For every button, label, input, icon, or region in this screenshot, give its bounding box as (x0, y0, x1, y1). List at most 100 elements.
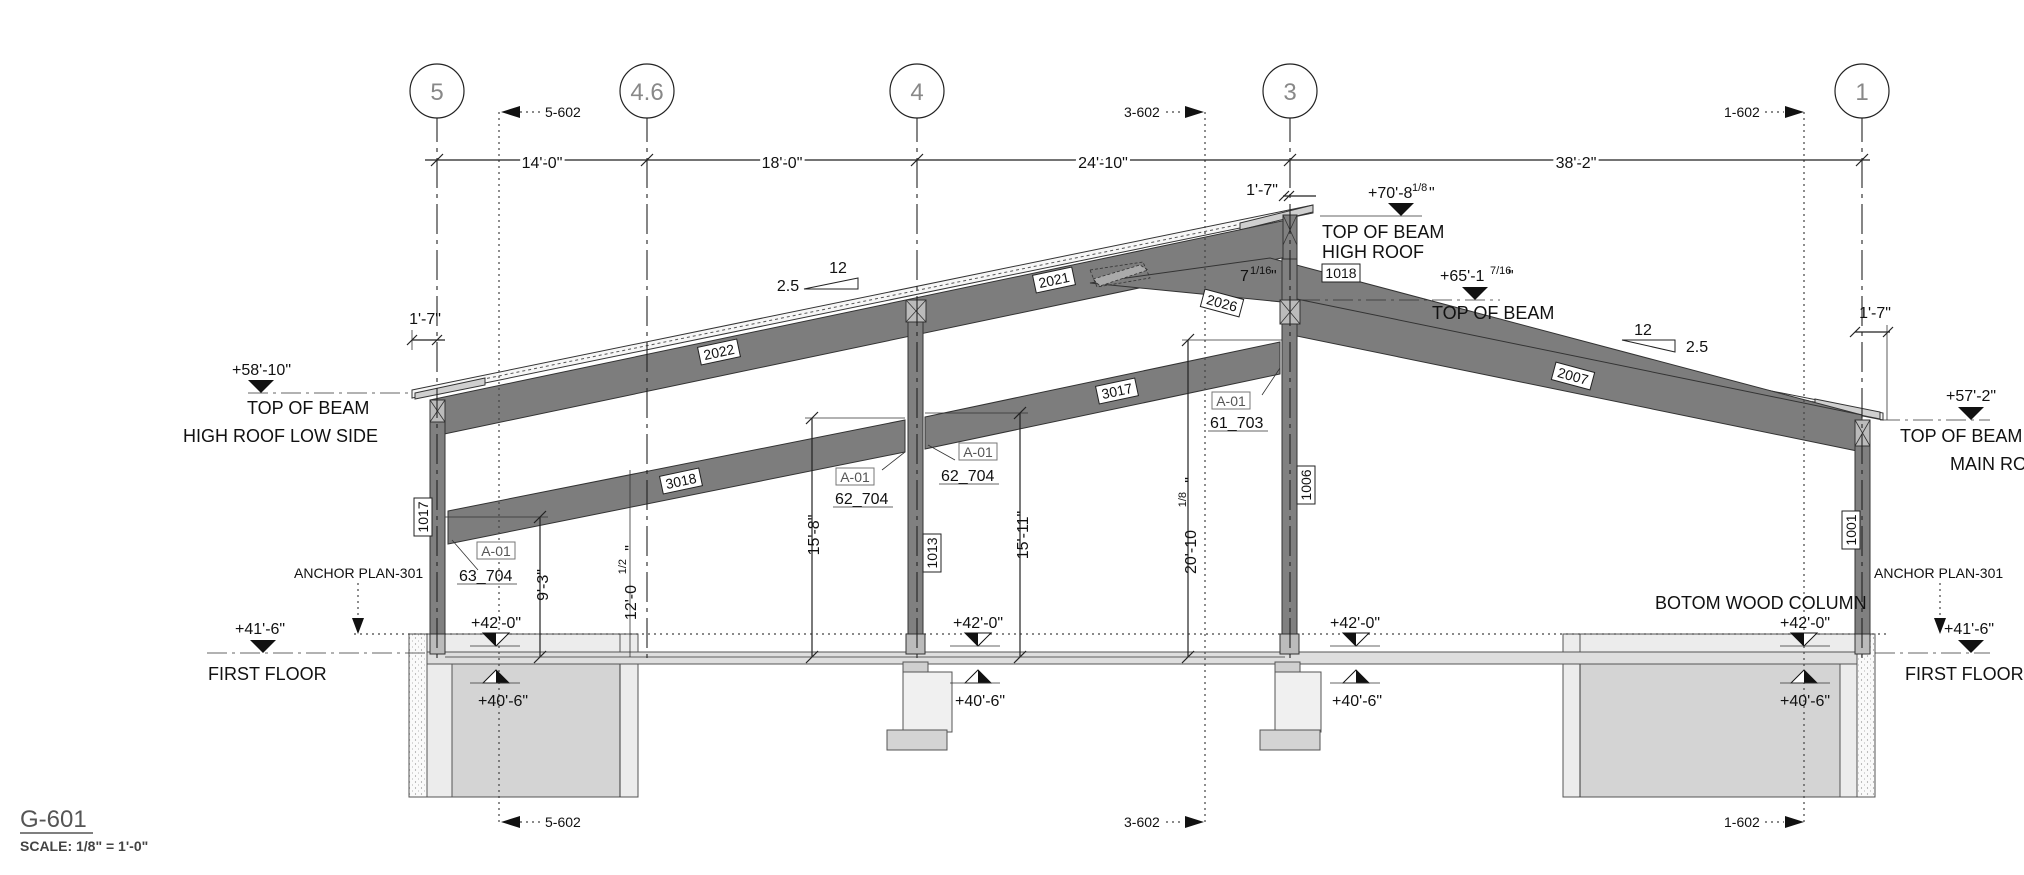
beam-tag-3018[interactable]: 3018 (658, 467, 704, 495)
section-marker-5-602-top[interactable]: 5-602 (501, 104, 581, 120)
svg-text:1'-7": 1'-7" (1246, 182, 1278, 199)
connection-callout-62-704-left[interactable]: A-01 62_704 (833, 451, 906, 508)
column-tag-1013[interactable]: 1013 (922, 533, 942, 573)
svg-text:3018: 3018 (664, 470, 698, 492)
svg-text:1001: 1001 (1843, 514, 1859, 545)
height-dim-15-8: 15'-8" (805, 411, 905, 664)
svg-text:MAIN ROOF: MAIN ROOF (1950, 454, 2024, 474)
span-dim-4-6-4: 18'-0" (762, 155, 803, 172)
svg-text:4.6: 4.6 (630, 79, 663, 106)
level-footing-3: +40'-6" (1330, 669, 1382, 710)
svg-text:TOP OF BEAM: TOP OF BEAM (1432, 303, 1554, 323)
beam-tag-2026[interactable]: 2026 (1199, 288, 1245, 318)
svg-text:1/8: 1/8 (1177, 492, 1189, 507)
svg-text:": " (1271, 268, 1277, 285)
svg-text:+42'-0": +42'-0" (1780, 615, 1830, 632)
svg-text:62_704: 62_704 (941, 468, 994, 485)
grid-bubble-4-6[interactable]: 4.6 (619, 63, 675, 119)
svg-text:HIGH ROOF: HIGH ROOF (1322, 242, 1424, 262)
svg-text:+40'-6": +40'-6" (1332, 693, 1382, 710)
section-marker-5-602-bottom[interactable]: 5-602 (501, 814, 581, 830)
svg-text:7/16: 7/16 (1490, 265, 1511, 277)
svg-text:2021: 2021 (1037, 269, 1071, 291)
svg-text:+41'-6": +41'-6" (235, 621, 285, 638)
grid-bubble-3[interactable]: 3 (1262, 63, 1318, 119)
svg-text:FIRST FLOOR: FIRST FLOOR (1905, 664, 2024, 684)
beam-tag-2022[interactable]: 2022 (696, 338, 742, 366)
connection-callout-63-704[interactable]: A-01 63_704 (451, 539, 517, 585)
svg-text:A-01: A-01 (1216, 393, 1246, 409)
grid-bubble-1[interactable]: 1 (1834, 63, 1890, 119)
grid-bubble-5[interactable]: 5 (409, 63, 465, 119)
level-footing-right: +40'-6" (1780, 669, 1830, 710)
svg-text:12'-0: 12'-0 (623, 585, 640, 620)
svg-text:7: 7 (1240, 268, 1249, 285)
svg-text:3-602: 3-602 (1124, 814, 1160, 830)
column-tag-1017[interactable]: 1017 (413, 497, 433, 537)
svg-text:TOP OF BEAM: TOP OF BEAM (1322, 222, 1444, 242)
level-slab-left: +42'-0" (470, 615, 521, 647)
svg-text:+70'-8: +70'-8 (1368, 185, 1413, 202)
slope-indicator-main-roof: 12 2.5 (1621, 322, 1708, 356)
section-marker-3-602-bottom[interactable]: 3-602 (1124, 814, 1204, 830)
svg-text:FIRST FLOOR: FIRST FLOOR (208, 664, 327, 684)
svg-text:5-602: 5-602 (545, 104, 581, 120)
svg-text:+42'-0": +42'-0" (953, 615, 1003, 632)
svg-text:61_703: 61_703 (1210, 415, 1263, 432)
level-slab-right: +42'-0" (1780, 615, 1830, 647)
connection-callout-62-704-right[interactable]: A-01 62_704 (927, 442, 999, 485)
svg-text:2.5: 2.5 (777, 278, 799, 295)
svg-text:1/16: 1/16 (1250, 265, 1271, 277)
svg-text:20'-10: 20'-10 (1183, 530, 1200, 574)
svg-text:ANCHOR PLAN-301: ANCHOR PLAN-301 (1874, 565, 2003, 581)
level-first-floor-right: +41'-6" FIRST FLOOR (1875, 621, 2024, 684)
beam-tag-3017[interactable]: 3017 (1094, 377, 1140, 405)
svg-text:15'-8": 15'-8" (806, 515, 823, 556)
section-marker-1-602-bottom[interactable]: 1-602 (1724, 814, 1804, 830)
column-tag-1006[interactable]: 1006 (1296, 465, 1316, 505)
svg-text:ANCHOR PLAN-301: ANCHOR PLAN-301 (294, 565, 423, 581)
beam-tag-2007[interactable]: 2007 (1550, 361, 1596, 391)
svg-text:": " (1429, 185, 1435, 202)
pier-footing-4 (886, 661, 953, 751)
svg-text:": " (1508, 268, 1514, 285)
level-top-beam-high-roof: +70'-8 1/8 " TOP OF BEAM HIGH ROOF (1320, 182, 1444, 262)
level-top-beam-high-roof-low-side: +58'-10" TOP OF BEAM HIGH ROOF LOW SIDE (183, 362, 412, 446)
svg-text:+42'-0": +42'-0" (1330, 615, 1380, 632)
height-dim-15-11: 15'-11" (925, 406, 1032, 664)
svg-text:+65'-1: +65'-1 (1440, 268, 1485, 285)
inset-dim-1018: 7 1/16 " (1240, 265, 1277, 285)
svg-text:A-01: A-01 (840, 469, 870, 485)
svg-text:": " (623, 545, 640, 551)
section-marker-3-602-top[interactable]: 3-602 (1124, 104, 1204, 120)
section-marker-1-602-top[interactable]: 1-602 (1724, 104, 1804, 120)
column-tag-1018[interactable]: 1018 (1321, 263, 1361, 283)
connection-callout-61-703[interactable]: A-01 61_703 (1208, 367, 1281, 432)
svg-text:+40'-6": +40'-6" (478, 693, 528, 710)
beam-2022-2021 (429, 217, 1297, 438)
svg-text:1/2: 1/2 (617, 559, 629, 574)
svg-text:15'-11": 15'-11" (1015, 511, 1032, 559)
svg-text:62_704: 62_704 (835, 491, 888, 508)
span-dim-3-1: 38'-2" (1556, 155, 1597, 172)
span-dim-4-3: 24'-10" (1078, 155, 1128, 172)
svg-text:1: 1 (1855, 79, 1868, 106)
beam-tag-2021[interactable]: 2021 (1031, 266, 1077, 294)
level-footing-left: +40'-6" (470, 669, 528, 710)
high-roof-deck (411, 204, 1314, 400)
svg-text:+41'-6": +41'-6" (1944, 621, 1994, 638)
level-top-beam-mid: +65'-1 7/16 " TOP OF BEAM (1300, 265, 1554, 323)
sheet-title-block: G-601 SCALE: 1/8" = 1'-0" (20, 806, 148, 854)
column-tag-1001[interactable]: 1001 (1841, 510, 1861, 550)
height-dim-20-10-1-8: 20'-10 1/8 " (1177, 333, 1282, 664)
svg-text:SCALE: 1/8" = 1'-0": SCALE: 1/8" = 1'-0" (20, 838, 148, 854)
svg-text:9'-3": 9'-3" (535, 569, 552, 601)
svg-text:+40'-6": +40'-6" (955, 693, 1005, 710)
svg-text:4: 4 (910, 79, 923, 106)
anchor-plan-note-right: ANCHOR PLAN-301 (1874, 565, 2003, 634)
grid-bubble-4[interactable]: 4 (889, 63, 945, 119)
pier-footing-3 (1259, 661, 1322, 751)
overhang-dim-left: 1'-7" (406, 311, 445, 350)
height-dim-12-0-1-2: 12'-0 1/2 " (617, 470, 640, 657)
bottom-wood-column-note: BOTOM WOOD COLUMN (1655, 593, 1867, 613)
